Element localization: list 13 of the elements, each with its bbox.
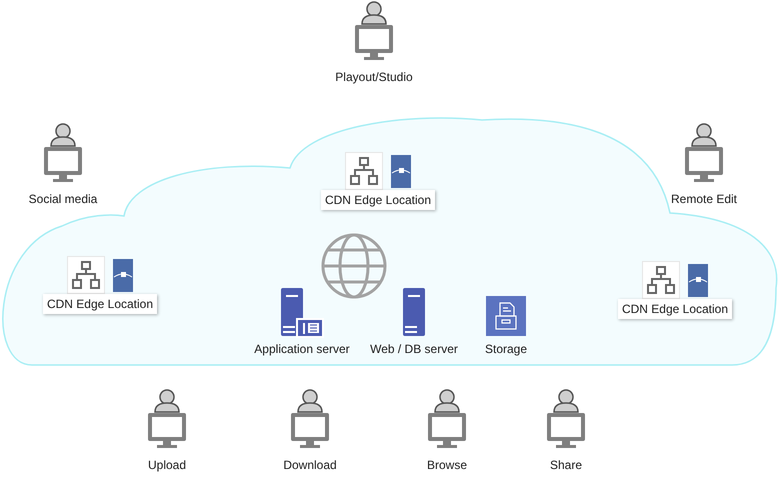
node-caption: Remote Edit	[670, 192, 738, 206]
node-caption: Social media	[28, 192, 98, 206]
node-caption: Share	[550, 458, 582, 472]
node-caption: Storage	[484, 342, 528, 356]
location-label: CDN Edge Location	[618, 299, 732, 319]
node-caption: Application server	[254, 342, 350, 356]
node-caption: Playout/Studio	[335, 70, 413, 84]
location-label: CDN Edge Location	[320, 190, 436, 210]
node-caption: Upload	[148, 458, 186, 472]
location-label: CDN Edge Location	[42, 294, 158, 314]
node-caption: Browse	[426, 458, 467, 472]
node-caption: Download	[283, 458, 337, 472]
node-caption: Web / DB server	[370, 342, 458, 356]
